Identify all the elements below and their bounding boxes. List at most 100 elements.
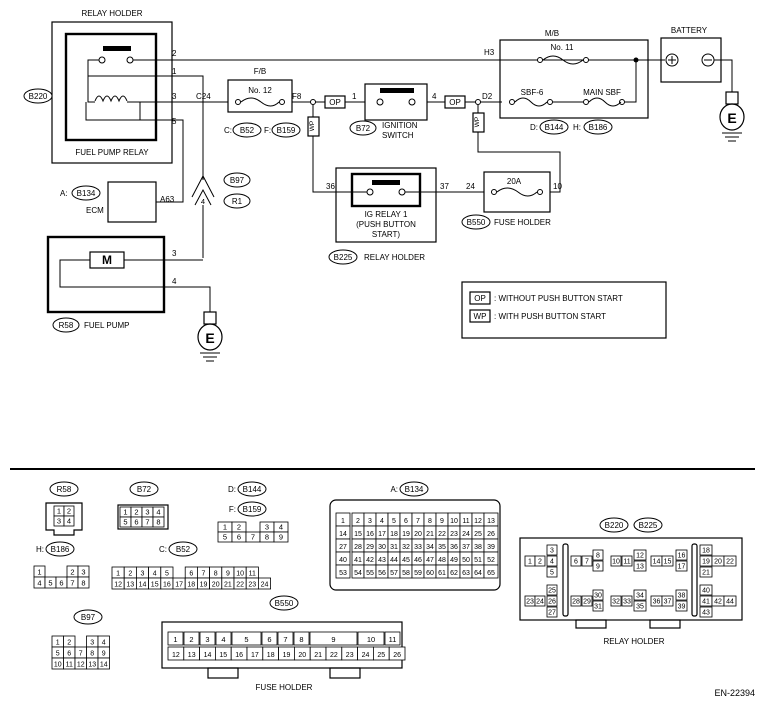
pin-number: 24 [462,531,470,538]
svg-text:FUSE HOLDER: FUSE HOLDER [494,218,551,227]
svg-text:3: 3 [205,635,209,644]
b97-r1-connector: 4 B97 R1 [191,172,251,258]
pin-number: 54 [354,570,362,577]
pin-number: 3 [141,571,145,578]
pin-number: 29 [366,544,374,551]
svg-text:17: 17 [251,652,259,659]
pin-number: 9 [440,518,444,525]
svg-text:F/B: F/B [254,67,266,76]
svg-text:H3: H3 [484,48,495,57]
pin-number: 1 [341,518,345,525]
svg-text:B550: B550 [275,599,294,608]
svg-text:F8: F8 [292,92,302,101]
svg-text:20A: 20A [507,177,522,186]
relay-holder-title: RELAY HOLDER [81,9,142,18]
pin-number: 49 [450,557,458,564]
svg-text:5: 5 [244,635,248,644]
pin-number: 18 [390,531,398,538]
pin-number: 4 [279,523,283,532]
svg-text:H:: H: [36,545,44,554]
b144-connector-label: D:B144 [228,481,267,497]
pin-number: 3 [368,518,372,525]
svg-text:20: 20 [714,559,722,566]
svg-text:B144: B144 [545,123,564,132]
pin-number: 61 [438,570,446,577]
pin-number: 10 [54,662,62,669]
svg-text:R1: R1 [232,197,243,206]
svg-text:OP: OP [329,98,341,107]
pin-number: 6 [59,579,63,588]
pin-number: 7 [79,651,83,658]
pin-number: 7 [202,571,206,578]
svg-text:D2: D2 [482,92,493,101]
pin-number: 8 [214,571,218,578]
fuse-holder-b550: 24 20A B550 FUSE HOLDER [461,171,551,230]
pin-number: 46 [414,557,422,564]
svg-text:18: 18 [702,548,710,555]
pin-number: 6 [404,518,408,525]
b220-callout: B220 [23,88,53,104]
pin-number: 13 [88,662,96,669]
pin-number: 2 [237,523,241,532]
pin-number: 57 [390,570,398,577]
pin-number: 55 [366,570,374,577]
svg-text:4: 4 [221,635,225,644]
svg-text:RELAY HOLDER: RELAY HOLDER [603,637,664,646]
pin-number: 30 [378,544,386,551]
pin-number: 5 [392,518,396,525]
svg-text:38: 38 [678,593,686,600]
svg-text:(PUSH BUTTON: (PUSH BUTTON [356,220,416,229]
pin-number: 17 [175,582,183,589]
pin-number: 6 [237,533,241,542]
pin-number: 3 [57,517,61,526]
svg-text:14: 14 [204,652,212,659]
svg-text:SWITCH: SWITCH [382,131,414,140]
svg-text:17: 17 [678,564,686,571]
pin-number: 2 [134,508,138,517]
pin-number: 24 [261,582,269,589]
pin-number: 2 [356,518,360,525]
pin-number: 8 [156,518,160,527]
pin-number: 7 [416,518,420,525]
svg-text:8: 8 [299,635,303,644]
pin-number: 47 [426,557,434,564]
pin-number: 10 [236,571,244,578]
pin-number: 11 [249,571,256,578]
pin-number: 8 [81,579,85,588]
svg-text:36: 36 [653,599,661,606]
pin-number: 58 [402,570,410,577]
svg-text:1: 1 [172,67,177,76]
pin-number: 21 [224,582,232,589]
r58-connector-label: R58 [49,481,79,497]
svg-text:R58: R58 [57,485,72,494]
pin-number: 20 [212,582,220,589]
b220-connector-label: B220 [599,517,629,533]
svg-text:MAIN SBF: MAIN SBF [583,88,621,97]
svg-text:A:: A: [390,485,398,494]
pin-number: 12 [474,518,482,525]
svg-text:25: 25 [377,652,385,659]
pin-number: 1 [223,523,227,532]
svg-text:8: 8 [596,553,600,560]
svg-text:C24: C24 [196,92,211,101]
svg-text:3: 3 [172,249,177,258]
pin-number: 12 [77,662,85,669]
svg-text:D:: D: [228,485,236,494]
pin-number: 5 [165,571,169,578]
pin-number: 41 [354,557,362,564]
svg-text:26: 26 [393,652,401,659]
pin-number: 39 [487,544,495,551]
pin-number: 12 [114,582,122,589]
svg-text:21: 21 [702,570,710,577]
svg-text:B220: B220 [29,92,48,101]
pin-number: 14 [339,531,347,538]
pin-number: 3 [90,640,94,647]
pin-number: 4 [37,579,41,588]
svg-text:B159: B159 [277,126,296,135]
svg-text:12: 12 [636,553,644,560]
svg-text:6: 6 [574,559,578,566]
svg-text:B97: B97 [81,613,96,622]
